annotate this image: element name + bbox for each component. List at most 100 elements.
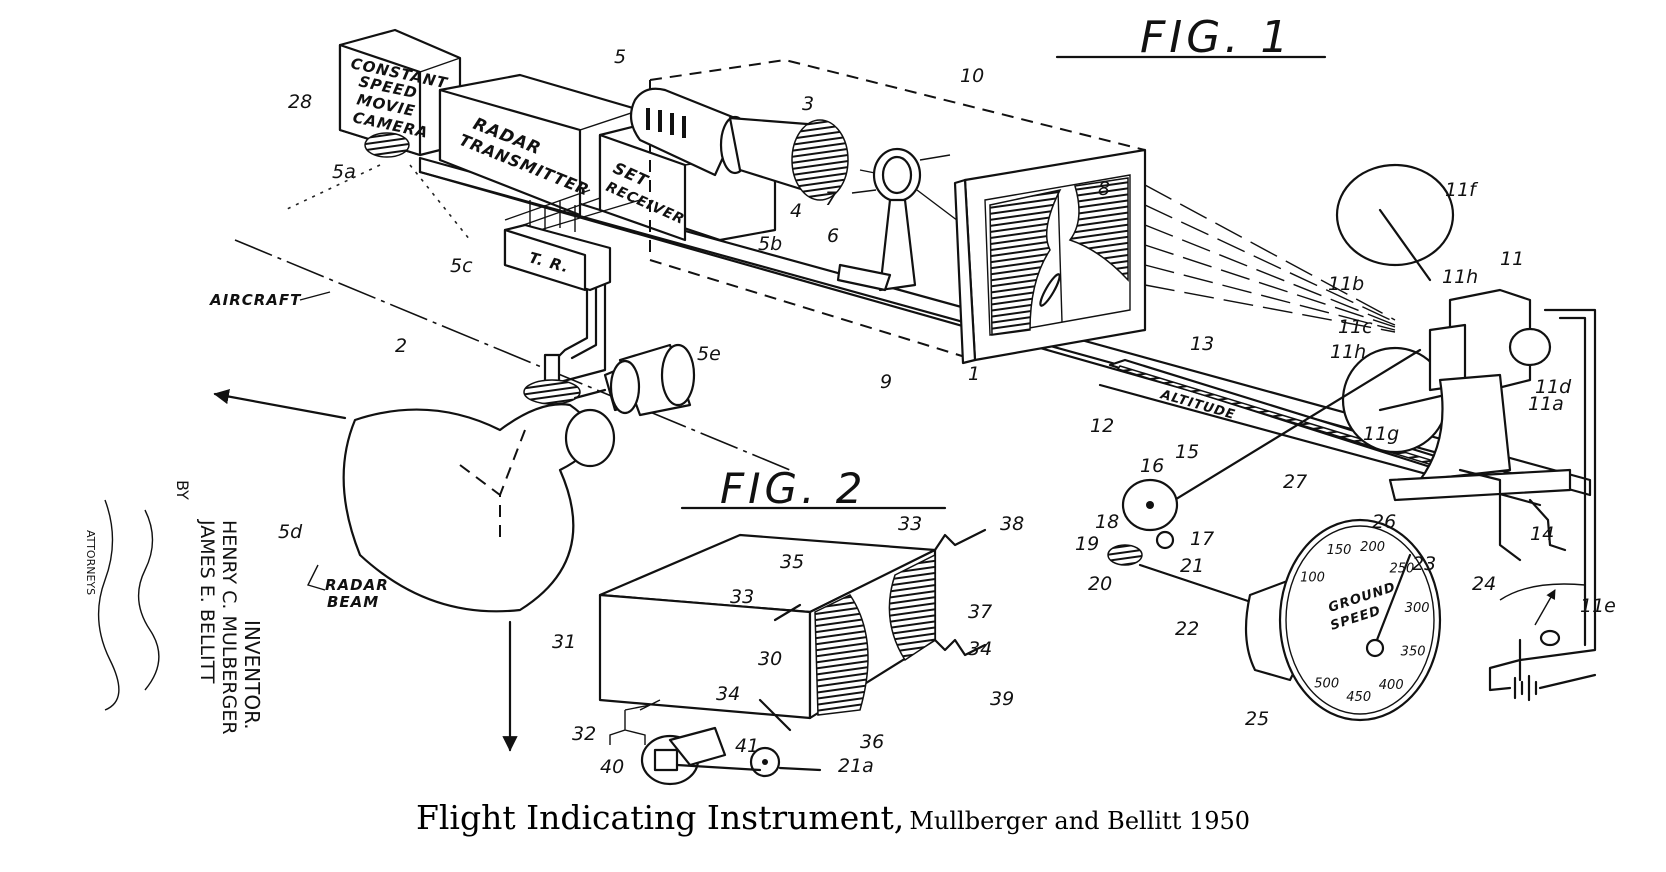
aircraft-label: AIRCRAFT [209, 291, 302, 309]
radar-antenna [342, 350, 682, 613]
dial-tick-450: 450 [1346, 690, 1371, 705]
radar-transmitter: RADAR TRANSMITTER [438, 73, 642, 217]
drive-belt [1148, 348, 1422, 517]
crt-tube [629, 87, 849, 201]
numeral-24: 24 [1472, 573, 1496, 595]
numeral-23: 23 [1412, 553, 1436, 575]
film-reel-left [814, 594, 869, 716]
numeral-11e: 11e [1580, 595, 1616, 617]
numeral-8: 8 [1098, 178, 1110, 200]
numeral-3: 3 [802, 93, 814, 115]
numeral-38: 38 [1000, 513, 1024, 535]
numeral-21: 21 [1180, 555, 1204, 577]
numeral-5: 5 [614, 46, 626, 68]
fig-2-title: FIG. 2 [720, 464, 867, 513]
numeral-11: 11 [1500, 248, 1524, 270]
film-reel-right [888, 553, 936, 662]
lens-stand [836, 147, 971, 292]
fig-1-label: FIG. 1 [1055, 12, 1327, 63]
numeral-22: 22 [1175, 618, 1199, 640]
caption-title: Flight Indicating Instrument, [415, 798, 905, 837]
numeral-30: 30 [758, 648, 782, 670]
radar-beam-label-1: RADAR [325, 576, 389, 594]
numeral-32: 32 [572, 723, 596, 745]
numeral-27: 27 [1283, 471, 1307, 493]
crank-handle [1528, 498, 1567, 552]
numeral-15: 15 [1175, 441, 1199, 463]
dial-tick-150: 150 [1327, 543, 1352, 558]
numeral-11b: 11b [1328, 273, 1364, 295]
numeral-12: 12 [1090, 415, 1114, 437]
inventors-block: INVENTOR. HENRY C. MULBERGER JAMES E. BE… [84, 480, 264, 735]
motor-5e [609, 343, 696, 417]
numeral-17: 17 [1190, 528, 1214, 550]
signature-1 [137, 509, 160, 691]
numeral-28: 28 [288, 91, 312, 113]
numeral-5d: 5d [278, 521, 303, 543]
numeral-31: 31 [552, 631, 576, 653]
numeral-18: 18 [1095, 511, 1119, 533]
inventor-heading: INVENTOR. [240, 620, 264, 730]
movie-camera: CONSTANT SPEED MOVIE CAMERA [338, 28, 462, 158]
numeral-5b: 5b [758, 233, 782, 255]
numeral-39: 39 [990, 688, 1014, 710]
dial-tick-500: 500 [1314, 676, 1339, 691]
numeral-26: 26 [1372, 511, 1396, 533]
numeral-10: 10 [960, 65, 984, 87]
numeral-9: 9 [880, 371, 892, 393]
inventor-name-1: HENRY C. MULBERGER [218, 520, 240, 735]
figure-2: FIG. 2 [598, 464, 987, 786]
numeral-6: 6 [827, 225, 839, 247]
numeral-11d: 11d [1535, 376, 1572, 398]
numeral-11h-lower: 11h [1330, 341, 1366, 363]
numeral-5c: 5c [450, 255, 473, 277]
numeral-20: 20 [1088, 573, 1112, 595]
aircraft-axis-line [234, 239, 791, 471]
film-projector [1335, 163, 1597, 682]
tr-box: T. R. [503, 223, 612, 384]
numeral-34-right: 34 [968, 638, 992, 660]
numeral-41: 41 [735, 735, 759, 757]
dial-tick-250: 250 [1389, 561, 1414, 576]
numeral-16: 16 [1140, 455, 1164, 477]
inventor-by: BY [173, 480, 192, 500]
numeral-4: 4 [790, 200, 802, 222]
dial-tick-100: 100 [1300, 570, 1325, 585]
numeral-19: 19 [1075, 533, 1099, 555]
numeral-1: 1 [968, 363, 980, 385]
gear-train [1107, 478, 1262, 607]
dial-tick-350: 350 [1401, 645, 1426, 660]
caption-subtitle: Mullberger and Bellitt 1950 [909, 807, 1251, 835]
fig2-motor [640, 726, 822, 786]
inventor-name-2: JAMES E. BELLITT [196, 519, 218, 684]
dial-tick-300: 300 [1405, 601, 1430, 616]
attorneys-label: ATTORNEYS [84, 530, 97, 595]
patent-drawing: FIG. 1 CONSTANT SPEED MOVIE CAMERA RADAR [84, 12, 1616, 786]
projection-screen [953, 148, 1147, 365]
numeral-37: 37 [968, 601, 992, 623]
reference-numerals: 28 5 5a 5b 5c 5d 5e 3 4 6 7 8 9 10 1 2 1… [278, 46, 1616, 778]
enclosure-dashed [649, 58, 1146, 151]
projection-rays [1144, 184, 1396, 333]
numeral-33-left: 33 [730, 586, 754, 608]
signature-2 [97, 499, 120, 711]
rheostat-circuit [1488, 583, 1597, 702]
radar-beam-label-2: BEAM [327, 593, 379, 611]
numeral-5e: 5e [697, 343, 721, 365]
numeral-11f: 11f [1445, 179, 1479, 201]
numeral-33-right: 33 [898, 513, 922, 535]
dial-tick-400: 400 [1379, 678, 1404, 693]
numeral-21a: 21a [838, 755, 874, 777]
numeral-11h-upper: 11h [1442, 266, 1478, 288]
numeral-11c: 11c [1338, 316, 1373, 338]
numeral-25: 25 [1245, 708, 1269, 730]
numeral-35: 35 [780, 551, 804, 573]
dial-tick-200: 200 [1360, 540, 1385, 555]
numeral-13: 13 [1190, 333, 1214, 355]
caption: Flight Indicating Instrument, Mullberger… [0, 798, 1666, 837]
numeral-11a: 11a [1528, 393, 1564, 415]
numeral-11g: 11g [1363, 423, 1399, 445]
numeral-7: 7 [825, 188, 837, 210]
